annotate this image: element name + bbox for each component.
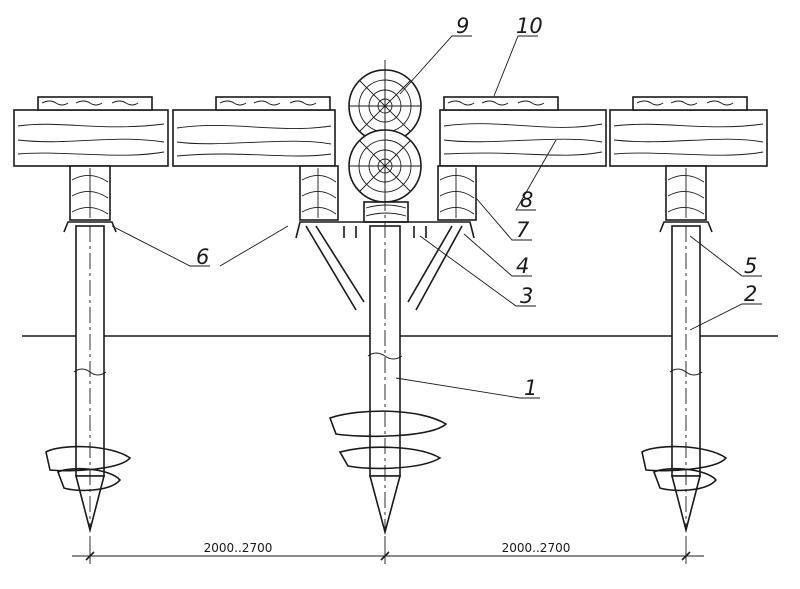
brace: [305, 225, 365, 311]
callout-3: 3: [520, 284, 533, 308]
callout-9: 9: [456, 14, 469, 38]
helix-blade: [56, 467, 122, 492]
beam: [439, 109, 607, 167]
deck-board: [443, 96, 559, 111]
callout-5: 5: [744, 254, 757, 278]
dimension-right-span: 2000..2700: [502, 541, 571, 555]
helix-blade: [328, 410, 448, 438]
callout-labels: 1 2 3 4 5 6 7 8 9 10: [196, 14, 757, 400]
deck-board: [37, 96, 153, 111]
cap-plate: [659, 221, 713, 233]
dimension-left-span: 2000..2700: [204, 541, 273, 555]
beam: [172, 109, 336, 167]
pile-group: [45, 60, 728, 536]
helix-blade: [45, 445, 132, 472]
helix-blade: [652, 467, 718, 492]
callout-10: 10: [516, 14, 543, 38]
brace-group: [305, 225, 463, 311]
deck-board: [215, 96, 331, 111]
post-group: [69, 165, 707, 223]
callout-8: 8: [520, 188, 533, 212]
callout-7: 7: [516, 218, 530, 242]
callout-6: 6: [196, 245, 209, 269]
helix-blade: [338, 446, 442, 470]
brace: [407, 225, 463, 311]
leader-lines: [111, 35, 762, 399]
callout-2: 2: [744, 282, 757, 306]
deck-board-group: [37, 96, 748, 111]
callout-4: 4: [516, 254, 529, 278]
dimension-line: 2000..2700 2000..2700: [72, 536, 704, 564]
callout-1: 1: [524, 376, 537, 400]
deck-board: [632, 96, 748, 111]
helix-blade: [641, 445, 728, 472]
beam: [609, 109, 768, 167]
log-group: [348, 69, 422, 203]
beam: [13, 109, 169, 167]
